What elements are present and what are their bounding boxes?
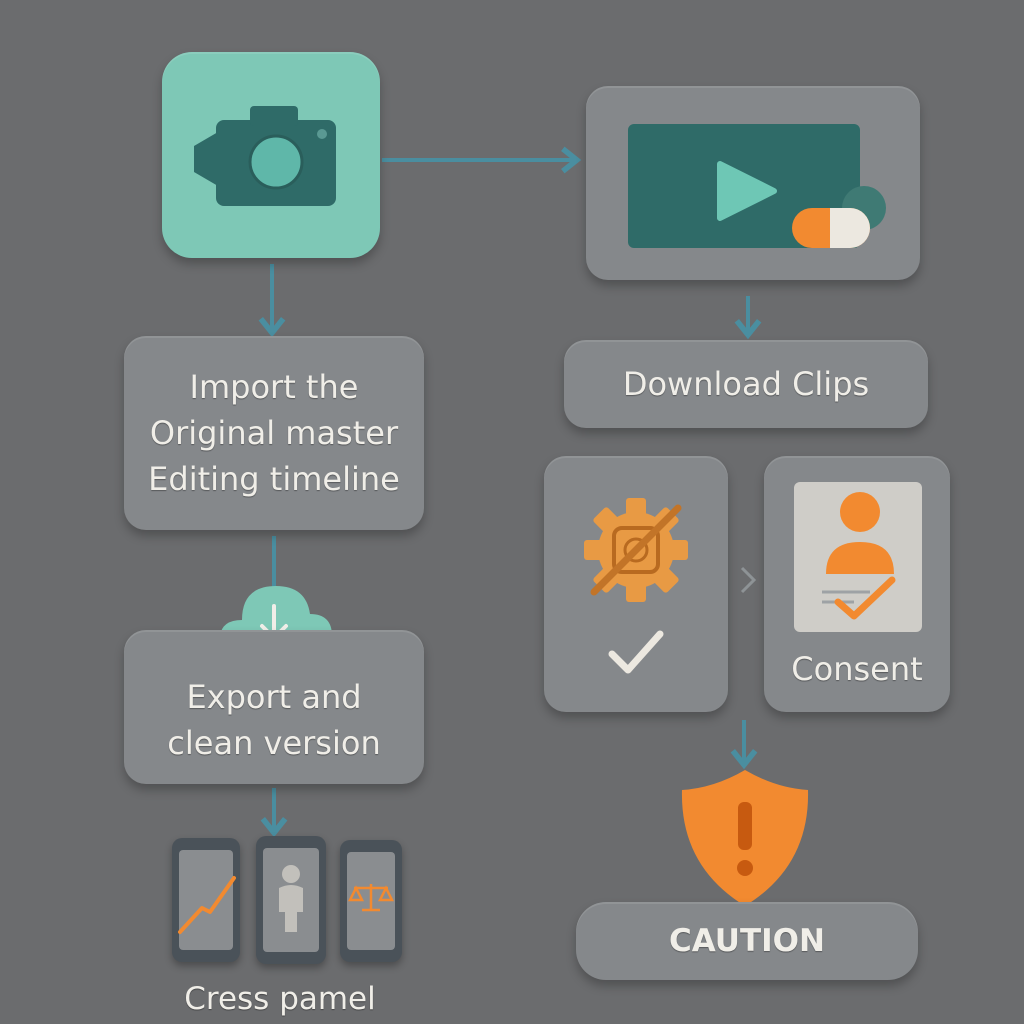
import-line-2: Original master (149, 414, 399, 452)
gear-check-tile (544, 456, 728, 712)
download-clips-label: Download Clips (622, 365, 870, 403)
camera-icon (194, 106, 336, 206)
shield-warning-icon (681, 770, 809, 906)
line-chart-icon (178, 876, 236, 934)
gear-icon (584, 498, 688, 602)
phone-scales (340, 840, 402, 962)
person-icon (279, 865, 303, 932)
caution-label: CAUTION (669, 923, 825, 959)
download-step-box: Download Clips (564, 340, 928, 428)
phone-person (256, 836, 326, 964)
consent-tile: Consent (764, 456, 950, 712)
play-video-icon (717, 161, 777, 221)
phone-chart (172, 838, 240, 962)
panel-label: Cress pamel (184, 981, 376, 1017)
export-step-box: Export and clean version (124, 630, 424, 784)
import-step-box: Import the Original master Editing timel… (124, 336, 424, 530)
person-consent-icon (822, 492, 896, 620)
import-line-3: Editing timeline (148, 460, 400, 498)
import-line-1: Import the (189, 368, 359, 406)
export-line-1: Export and (186, 678, 362, 716)
scales-icon (348, 884, 394, 912)
caution-box: CAUTION (576, 902, 918, 980)
camera-tile (162, 52, 380, 258)
consent-label: Consent (791, 650, 923, 688)
video-tile (586, 86, 920, 280)
export-line-2: clean version (167, 724, 381, 762)
chevron-right-icon (740, 566, 757, 594)
check-icon (608, 630, 664, 674)
toggle-icon (792, 186, 886, 248)
